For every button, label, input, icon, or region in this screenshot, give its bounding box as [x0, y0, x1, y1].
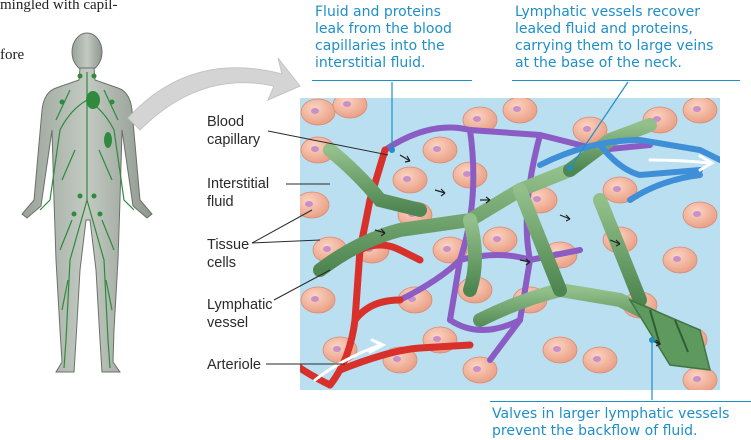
label-arteriole: Arteriole: [207, 357, 261, 373]
flow-arrows: [313, 154, 715, 382]
blue-vessels: [537, 136, 720, 203]
body-text-line-2: fore: [0, 47, 25, 63]
body-text-line-1: mingled with capil-: [0, 0, 118, 13]
small-flow-arrows: [374, 154, 661, 347]
human-body-silhouette: [21, 32, 153, 373]
callout-valves-rule: [490, 401, 751, 402]
callout-lymph-recover-rule: [512, 80, 740, 81]
callout-dots: [389, 147, 655, 343]
lymph-network-figure: [39, 72, 135, 369]
lymphatic-valve: [649, 309, 689, 353]
label-leaders: [251, 130, 389, 365]
large-lymphatic-vessel: [628, 298, 711, 371]
callout-fluid-leak-rule: [312, 80, 472, 81]
lymph-nodes-figure: [59, 73, 115, 217]
zoom-arrow: [127, 57, 301, 131]
callout-leaders: [391, 81, 653, 400]
blood-capillaries: [300, 146, 474, 389]
